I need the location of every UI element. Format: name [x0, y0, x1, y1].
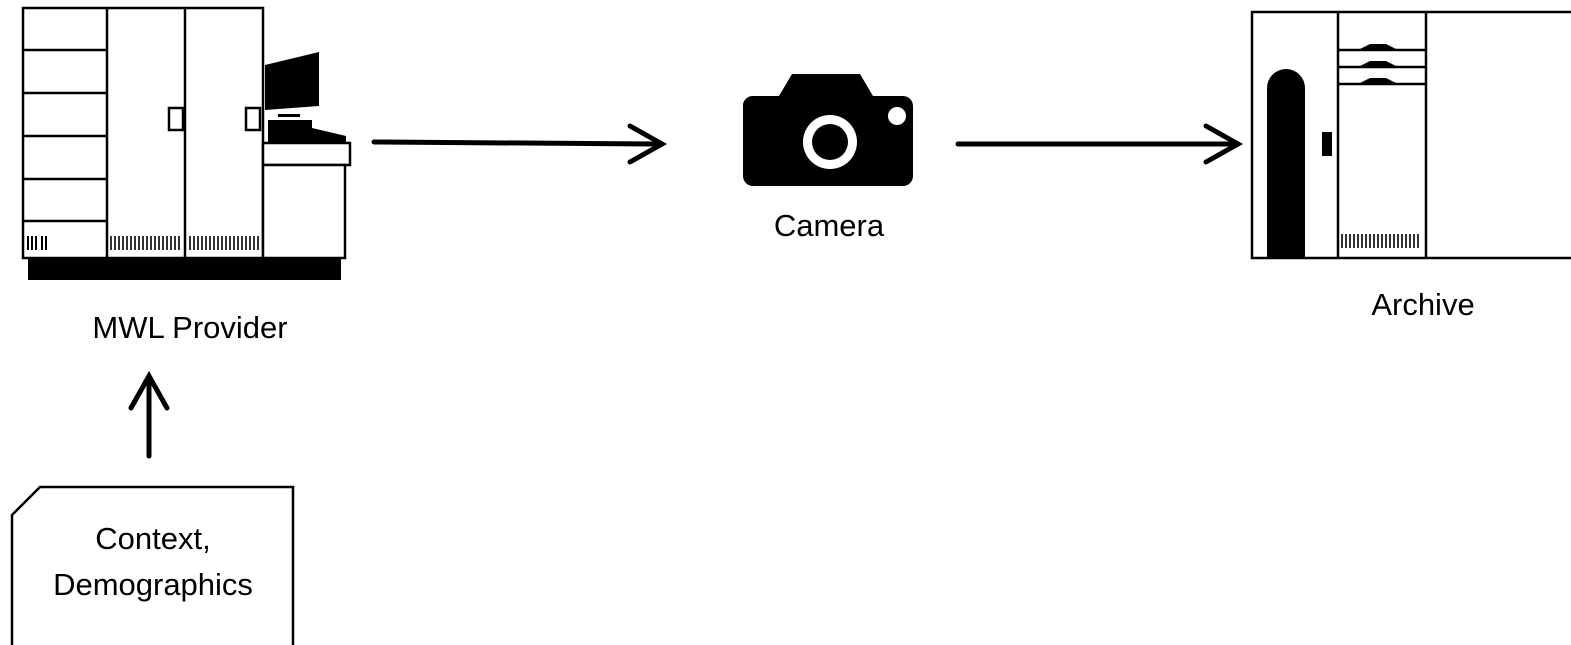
arrow-context-to-provider	[131, 376, 167, 456]
camera-icon	[743, 74, 913, 186]
arrow-camera-to-archive	[958, 126, 1238, 162]
archive-label: Archive	[1323, 286, 1523, 323]
camera-label: Camera	[729, 207, 929, 244]
context-label-line1: Context,	[14, 516, 292, 562]
context-label-line2: Demographics	[14, 562, 292, 608]
storage-archive-icon	[1252, 12, 1571, 258]
server-cabinet-icon	[23, 8, 350, 280]
arrow-provider-to-camera	[374, 126, 662, 162]
context-demographics-label: Context, Demographics	[14, 516, 292, 608]
mwl-provider-label: MWL Provider	[40, 309, 340, 346]
